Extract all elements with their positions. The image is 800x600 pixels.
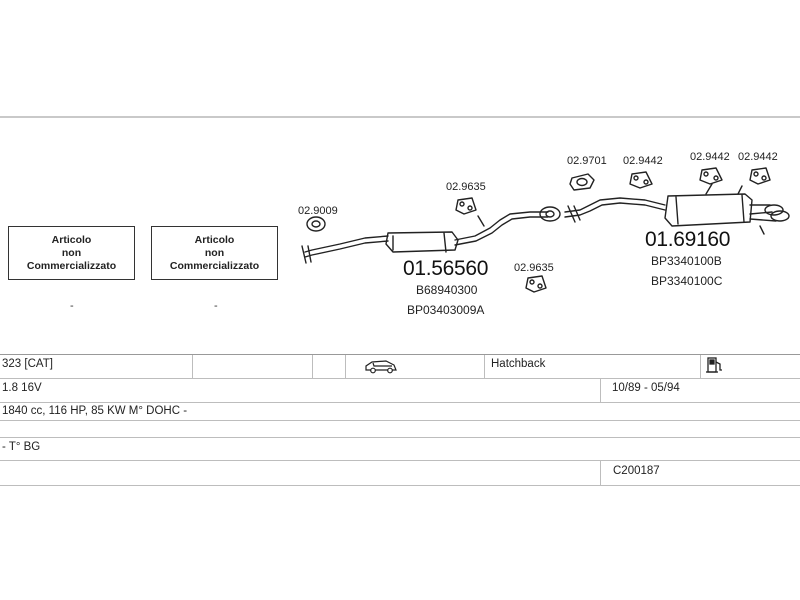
rubber-hanger-5 xyxy=(525,275,547,293)
table-col-divider xyxy=(484,355,485,378)
mid-pipe xyxy=(454,211,549,241)
table-row-divider xyxy=(0,485,800,486)
mid-flange-gasket xyxy=(539,206,561,222)
body-type-cell: Hatchback xyxy=(491,358,546,370)
rubber-hanger-1 xyxy=(629,171,653,189)
not-sold-line: Commercializzato xyxy=(169,259,260,272)
rear-muffler-number: 01.69160 xyxy=(645,228,731,251)
rear-muffler xyxy=(664,193,790,227)
front-flange-gasket xyxy=(306,216,326,232)
rear-pipe xyxy=(564,197,666,213)
center-muffler-ref-2: BP03403009A xyxy=(407,303,485,317)
not-sold-dash-1: - xyxy=(70,300,74,312)
rubber-hanger-2 xyxy=(699,167,723,185)
table-col-divider xyxy=(600,379,601,402)
rear-muffler-ref-1: BP3340100B xyxy=(651,254,722,268)
center-muffler-ref-1: B68940300 xyxy=(416,283,478,297)
not-sold-line: Articolo xyxy=(51,233,92,246)
part-label-hanger-bottom: 02.9635 xyxy=(514,262,554,274)
table-col-divider xyxy=(192,355,193,378)
note-cell: - T° BG xyxy=(2,441,41,453)
center-muffler-number: 01.56560 xyxy=(403,257,489,280)
not-sold-line: non xyxy=(61,246,82,259)
rubber-hanger-4 xyxy=(455,197,477,215)
part-label-hanger-c: 02.9442 xyxy=(738,151,778,163)
table-col-divider xyxy=(345,355,346,378)
part-label-hanger-a: 02.9442 xyxy=(623,155,663,167)
exhaust-system-drawing xyxy=(301,167,790,293)
not-sold-line: Commercializzato xyxy=(26,259,117,272)
hanger-rod xyxy=(477,215,485,227)
table-row-divider xyxy=(0,402,800,403)
center-muffler xyxy=(385,231,459,253)
not-sold-line: Articolo xyxy=(194,233,235,246)
top-divider xyxy=(0,116,800,118)
car-icon xyxy=(365,360,397,374)
rubber-hanger-3 xyxy=(749,167,771,185)
rear-flange-gasket xyxy=(569,173,595,191)
table-col-divider xyxy=(600,461,601,485)
part-label-front-flange: 02.9009 xyxy=(298,205,338,217)
table-row-divider xyxy=(0,378,800,379)
not-sold-dash-2: - xyxy=(214,300,218,312)
front-pipe xyxy=(304,235,389,253)
part-label-hanger-top: 02.9635 xyxy=(446,181,486,193)
table-col-divider xyxy=(700,355,701,378)
table-row-divider xyxy=(0,460,800,461)
engine-cell: 1.8 16V xyxy=(2,382,42,394)
table-row-divider xyxy=(0,437,800,438)
part-label-rear-gasket: 02.9701 xyxy=(567,155,607,167)
not-sold-box-2: Articolo non Commercializzato xyxy=(151,226,278,280)
table-top-border xyxy=(0,354,800,355)
front-pipe-flange xyxy=(301,245,312,264)
table-row-divider xyxy=(0,420,800,421)
model-cell: 323 [CAT] xyxy=(2,358,53,370)
code-cell: C200187 xyxy=(613,465,660,477)
specs-cell: 1840 cc, 116 HP, 85 KW M° DOHC - xyxy=(2,405,188,417)
fuel-pump-icon xyxy=(706,357,722,373)
rear-muffler-ref-2: BP3340100C xyxy=(651,274,723,288)
years-cell: 10/89 - 05/94 xyxy=(612,382,680,394)
table-col-divider xyxy=(312,355,313,378)
part-label-hanger-b: 02.9442 xyxy=(690,151,730,163)
not-sold-line: non xyxy=(204,246,225,259)
not-sold-box-1: Articolo non Commercializzato xyxy=(8,226,135,280)
